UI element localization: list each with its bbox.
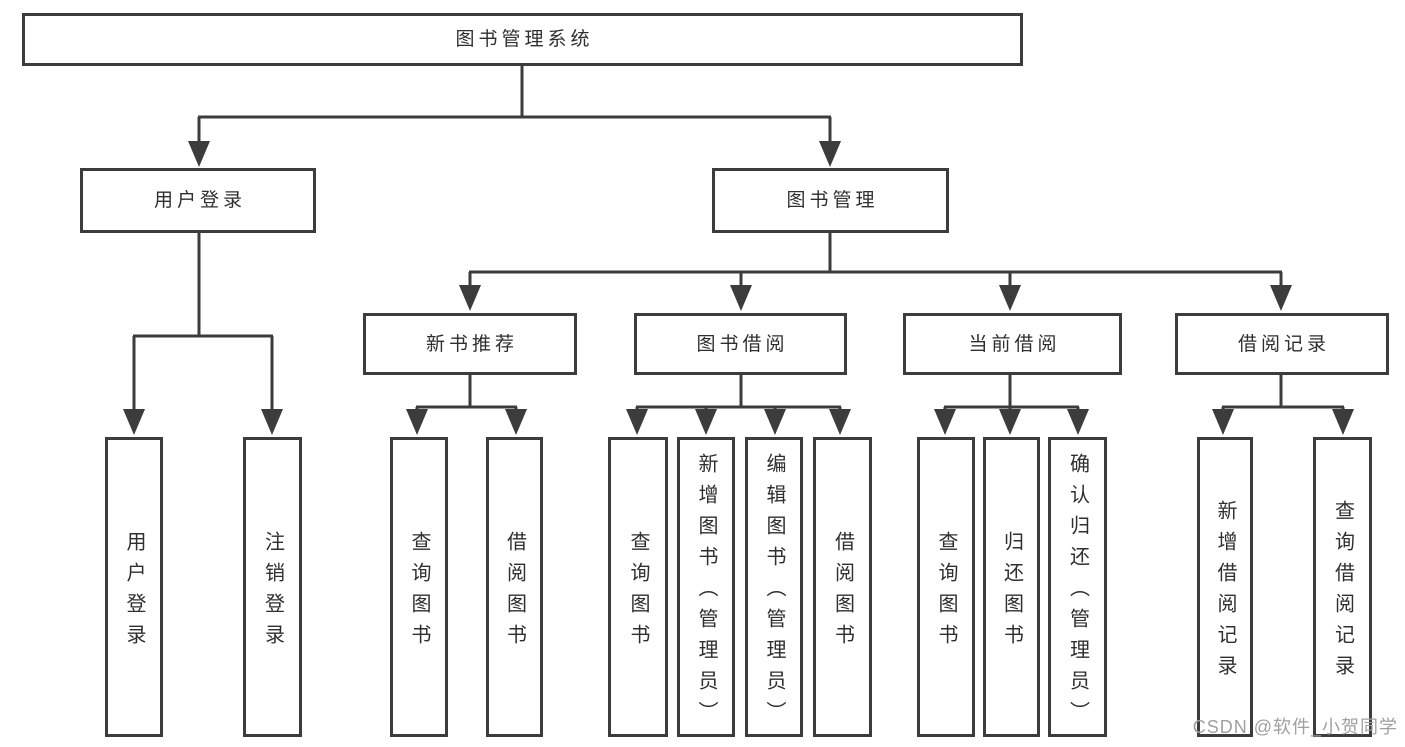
arrowhead [1212,409,1234,435]
node-borrow-record: 借阅记录 [1175,313,1389,375]
leaf-cb-query-book: 查询图书 [917,437,975,737]
arrowhead [1067,409,1089,435]
arrowhead [406,409,428,435]
node-new-book-recommend: 新书推荐 [363,313,577,375]
arrowhead [764,409,786,435]
arrowhead [626,409,648,435]
arrowhead [505,409,527,435]
node-book-management: 图书管理 [712,168,949,233]
connector-current-borrow-subtree [943,375,1080,411]
arrowhead [459,285,481,311]
leaf-bb-borrow-book: 借阅图书 [813,437,872,737]
arrowhead [123,409,145,435]
arrowhead [1270,285,1292,311]
leaf-user-login: 用户登录 [105,437,163,737]
leaf-bb-add-book-admin: 新增图书（管理员） [677,437,735,737]
leaf-cb-return-book: 归还图书 [983,437,1040,737]
leaf-bb-edit-book-admin: 编辑图书（管理员） [745,437,803,737]
arrowhead [1332,409,1354,435]
connector-new-book-rec-subtree [415,375,518,411]
node-book-borrow: 图书借阅 [634,313,847,375]
connector-user-login-subtree [132,233,274,411]
node-current-borrow: 当前借阅 [903,313,1122,375]
connector-book-mgmt-to-level2 [468,233,1283,287]
arrowhead [261,409,283,435]
arrowhead [695,409,717,435]
arrowhead [829,409,851,435]
connector-borrow-record-subtree [1221,375,1345,411]
arrowhead [999,285,1021,311]
watermark: CSDN @软件_小贺同学 [1192,717,1398,737]
node-root: 图书管理系统 [22,13,1023,66]
leaf-logout: 注销登录 [243,437,302,737]
arrowhead [934,409,956,435]
leaf-br-add-record: 新增借阅记录 [1197,437,1253,737]
arrowhead [819,141,841,167]
leaf-nbr-query-book: 查询图书 [390,437,448,737]
arrowheads [123,141,1354,435]
connector-root-to-level1 [197,66,832,142]
leaf-bb-query-book: 查询图书 [608,437,668,737]
arrowhead [999,409,1021,435]
leaf-nbr-borrow-book: 借阅图书 [486,437,543,737]
node-user-login: 用户登录 [80,168,316,233]
leaf-br-query-record: 查询借阅记录 [1313,437,1372,737]
arrowhead [730,285,752,311]
arrowhead [188,141,210,167]
connector-book-borrow-subtree [635,375,842,411]
leaf-cb-confirm-return-admin: 确认归还（管理员） [1048,437,1107,737]
